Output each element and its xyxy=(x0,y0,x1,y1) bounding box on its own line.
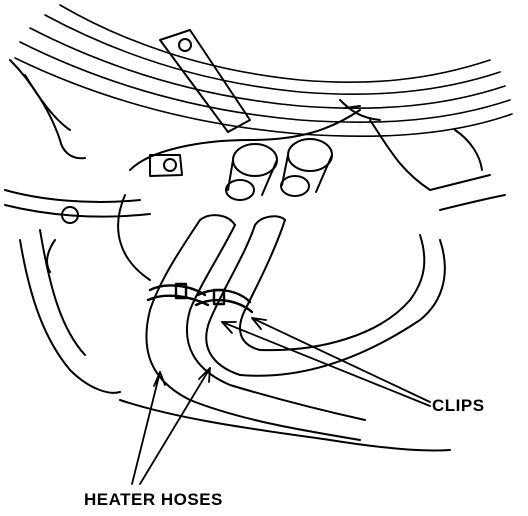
heater-pipe-right xyxy=(280,138,333,197)
heater-hoses-leader xyxy=(131,367,211,485)
heater-hose-left xyxy=(145,214,366,441)
clips-leader xyxy=(221,317,431,407)
heater-hose-right xyxy=(205,215,446,377)
left-body-panel xyxy=(4,59,151,394)
clips-label: CLIPS xyxy=(432,396,485,415)
mounting-strap xyxy=(159,29,251,133)
heater-core-housing xyxy=(117,99,381,281)
wire-harness xyxy=(14,4,513,138)
right-body-contour xyxy=(119,119,506,452)
heater-hoses-label: HEATER HOSES xyxy=(84,490,223,509)
hose-clip-right xyxy=(194,288,254,314)
heater-pipe-left xyxy=(225,143,278,201)
